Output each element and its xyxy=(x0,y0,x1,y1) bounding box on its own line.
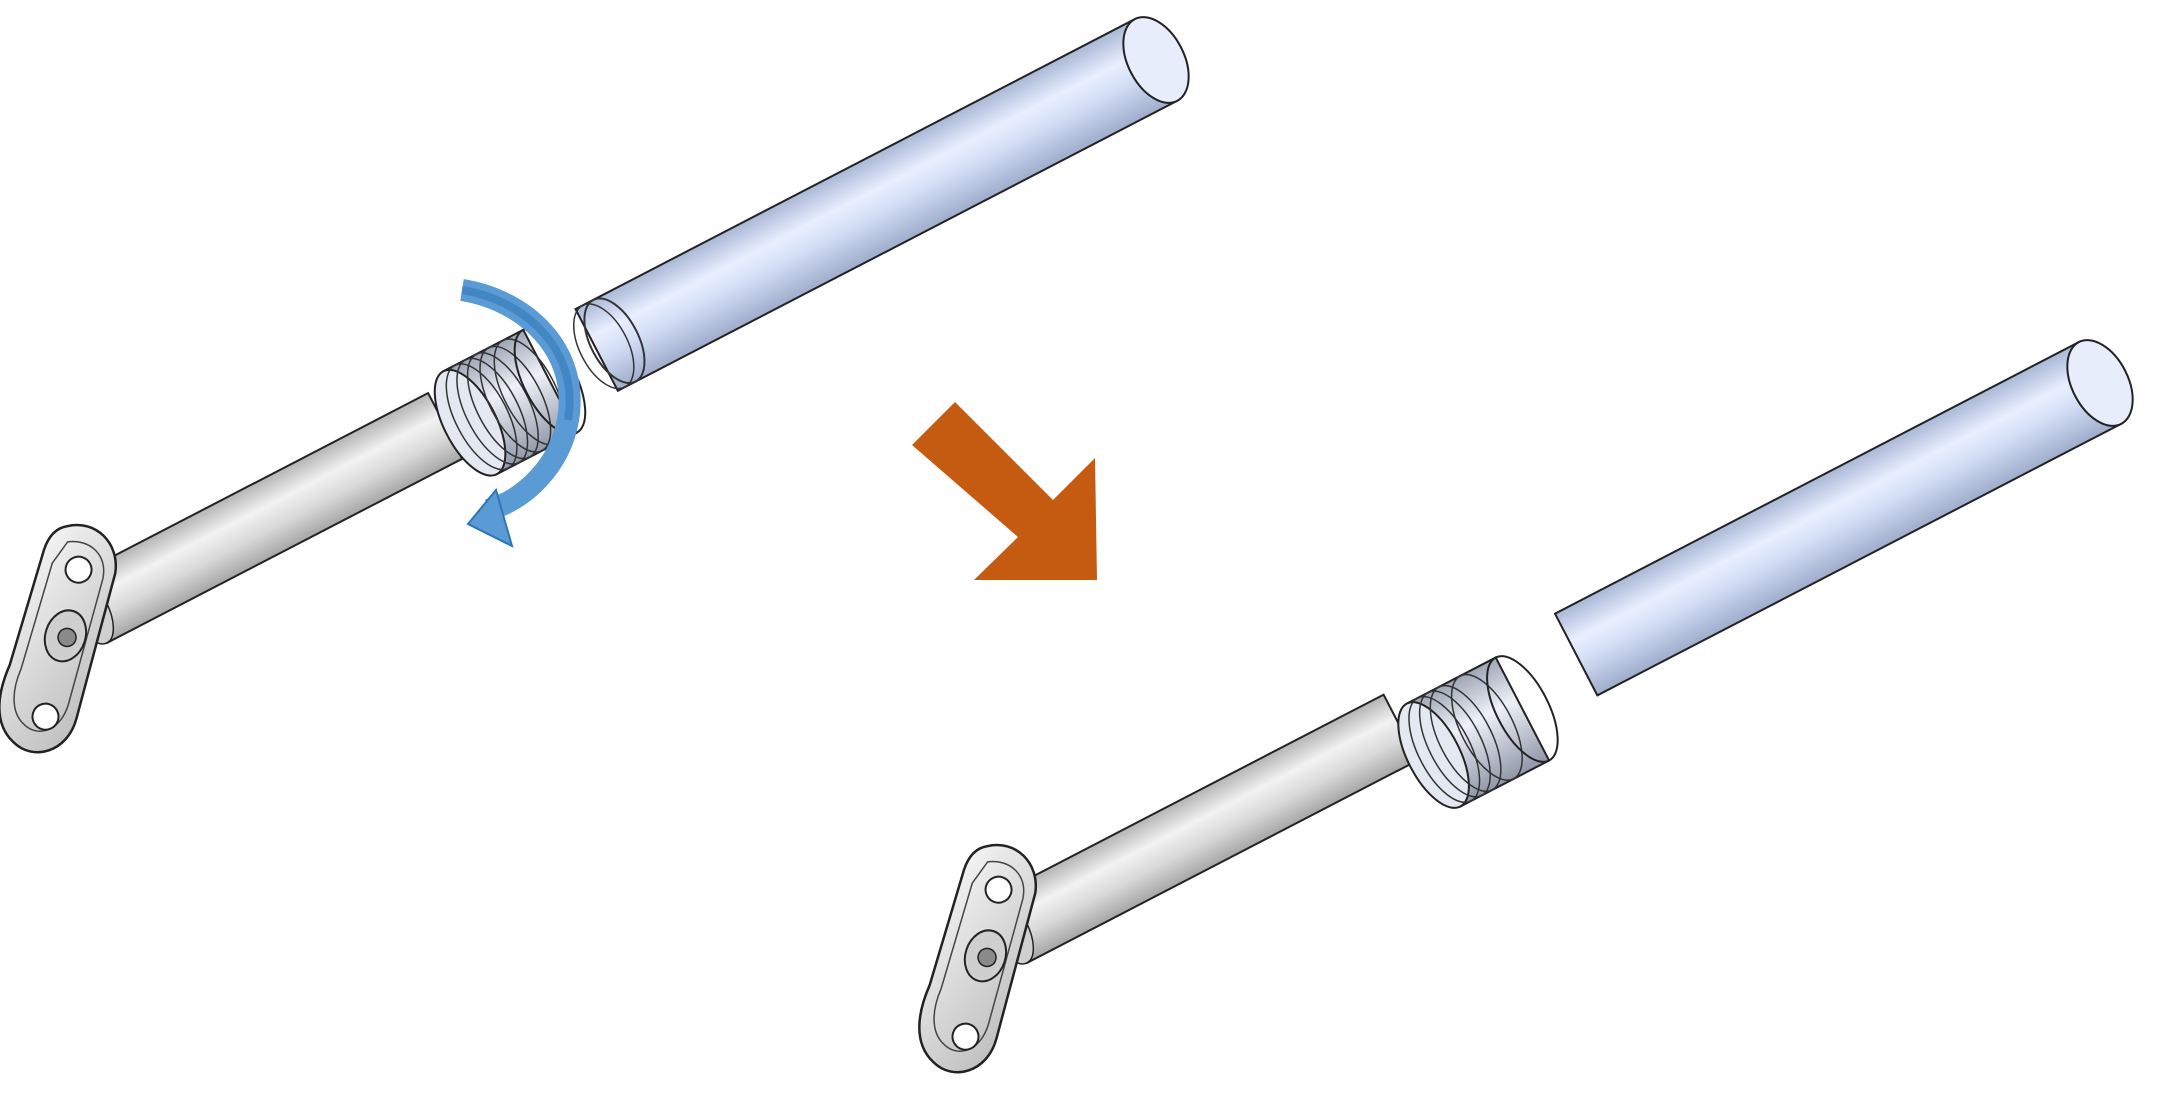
rotate-arrow-icon xyxy=(459,279,581,548)
outer-tube-before xyxy=(572,16,1190,393)
seat-clamp-before xyxy=(0,523,118,754)
seatpost-before xyxy=(0,16,1190,754)
outer-tube-after xyxy=(1553,339,2134,697)
collar-before xyxy=(433,327,587,477)
inner-tube-after xyxy=(985,693,1420,965)
inner-tube-before xyxy=(65,391,464,645)
step-arrow-icon xyxy=(912,402,1097,580)
seat-clamp-after xyxy=(918,843,1038,1074)
seatpost-after xyxy=(918,339,2134,1074)
collar-after xyxy=(1397,655,1559,809)
